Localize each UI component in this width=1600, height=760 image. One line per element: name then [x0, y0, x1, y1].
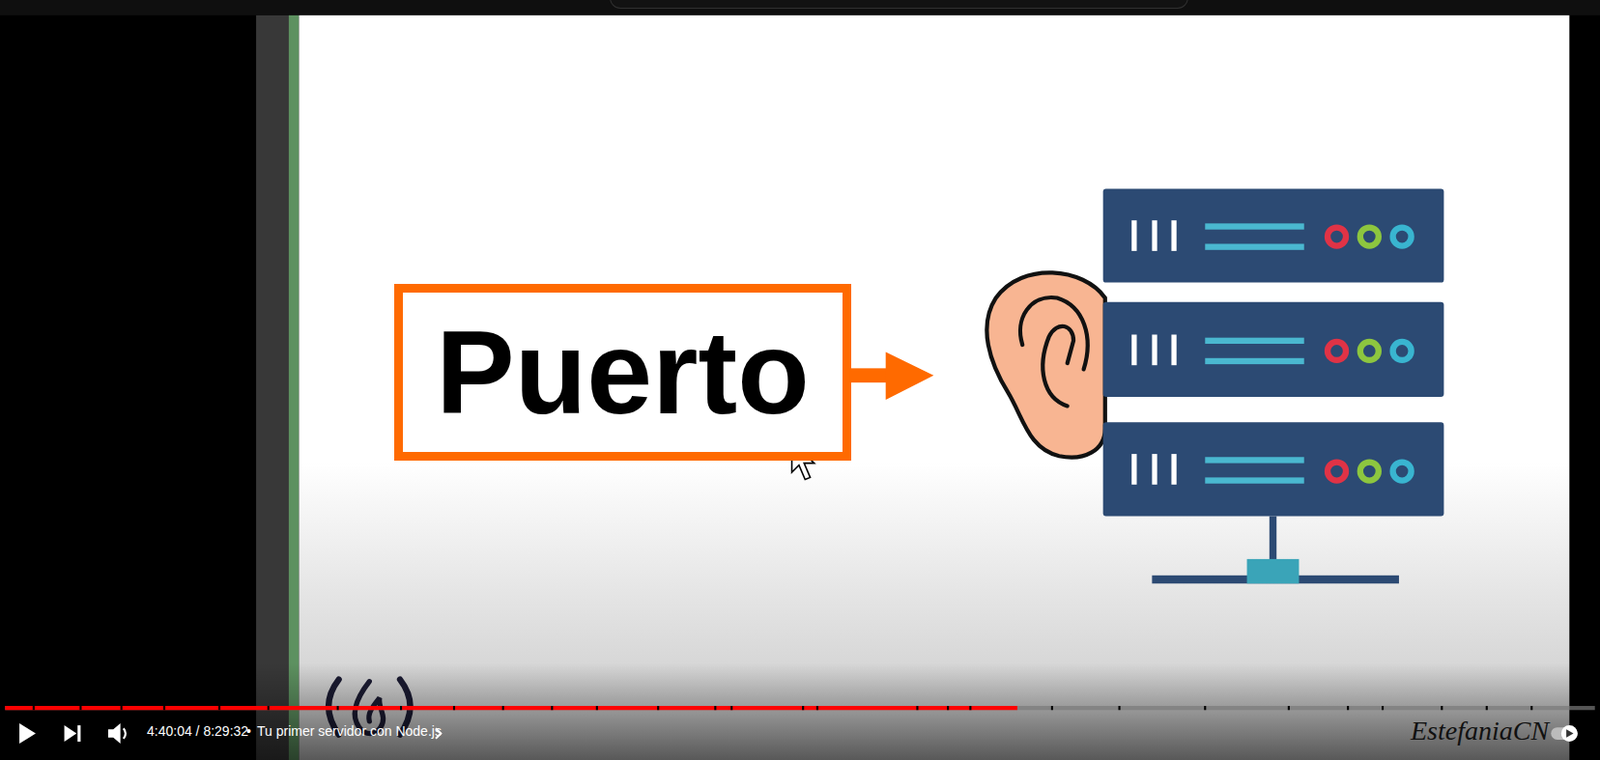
progress-bar: [4, 706, 1595, 711]
autoplay-toggle: [1550, 725, 1577, 743]
ear-icon: [986, 272, 1105, 458]
chapter-title: Tu primer servidor con Node.js: [257, 724, 442, 740]
watermark: EstefaniaCN: [1410, 716, 1549, 747]
next-button: [64, 725, 82, 743]
search-box: [610, 0, 1189, 8]
slide: [298, 15, 1570, 760]
green-stripe: [288, 15, 300, 760]
node-label: Puerto: [435, 314, 809, 432]
volume-button: [108, 723, 126, 744]
side-panel: [256, 15, 290, 760]
server-icon: [1103, 188, 1445, 584]
arrow: [851, 351, 935, 400]
video-time: 4:40:04 / 8:29:32: [146, 724, 249, 740]
play-button: [19, 723, 36, 744]
player-overlay: [0, 663, 1600, 760]
port-box: Puerto: [394, 284, 852, 461]
separator-dot: •: [246, 724, 252, 740]
